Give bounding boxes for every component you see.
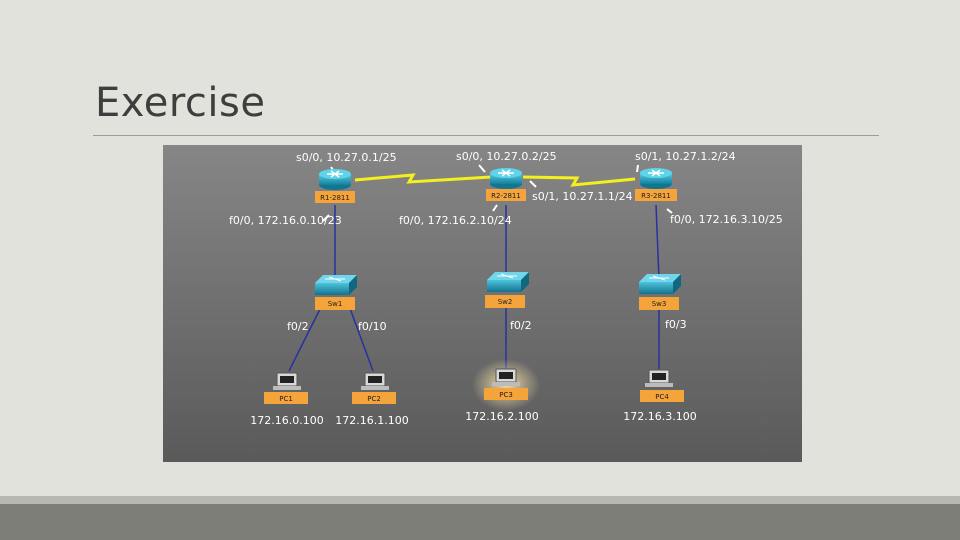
pc-pc4-label-bg [640,390,684,402]
pc-pc2-label-bg [352,392,396,404]
sw1-f02-label: f0/2 [287,320,309,333]
router-r2-label: R2-2811 [491,192,521,200]
r2-f00-label: f0/0, 172.16.2.10/24 [399,214,512,227]
topology-canvas: R1-2811 R2-2811 R3-2811 Sw1 Sw2 [229,150,783,427]
pc-pc3[interactable]: PC3 [472,359,540,411]
router-r1[interactable]: R1-2811 [315,169,355,203]
r3-s01-label: s0/1, 10.27.1.2/24 [635,150,736,163]
sw2-f02-label: f0/2 [510,319,532,332]
router-r3[interactable]: R3-2811 [635,168,677,201]
r3-f00-label: f0/0, 172.16.3.10/25 [670,213,783,226]
switch-sw2-label: Sw2 [498,298,513,306]
switch-arrows-icon [325,276,345,282]
link-sw1-pc2 [347,302,374,372]
switch-sw1-label-bg [315,297,355,310]
switch-sw3-label: Sw3 [652,300,667,308]
switch-arrows-icon [497,273,517,279]
slide-title: Exercise [95,80,266,126]
network-topology-diagram: R1-2811 R2-2811 R3-2811 Sw1 Sw2 [163,145,802,462]
pc-pc1-label: PC1 [279,395,293,403]
router-arrows-icon [327,170,343,178]
router-r2-label-bg [486,189,526,201]
pc-pc4-label: PC4 [655,393,669,401]
router-arrows-icon [498,169,514,177]
sw3-f03-label: f0/3 [665,318,687,331]
r2-s00-label: s0/0, 10.27.0.2/25 [456,150,557,163]
pc1-ip-label: 172.16.0.100 [250,414,323,427]
link-r3-sw3 [655,204,660,280]
router-r1-label-bg [315,191,355,203]
serial-link-r2-r3 [522,175,636,187]
router-r2[interactable]: R2-2811 [486,168,526,201]
pc-pc1[interactable]: PC1 [264,372,308,404]
footer-accent-strip [0,496,960,504]
switch-arrows-icon [649,275,669,281]
serial-link-r1-r2 [354,173,492,184]
router-r3-label: R3-2811 [641,192,671,200]
pc-pc2[interactable]: PC2 [352,372,396,404]
router-r1-label: R1-2811 [320,194,350,202]
pc4-ip-label: 172.16.3.100 [623,410,696,423]
footer-bar [0,504,960,540]
switch-sw1-label: Sw1 [328,300,343,308]
switch-sw1[interactable]: Sw1 [315,275,357,310]
link-sw1-pc1 [288,302,324,372]
pc-pc4[interactable]: PC4 [640,369,684,402]
sw1-f010-label: f0/10 [358,320,387,333]
router-r3-label-bg [635,189,677,201]
switch-sw3-label-bg [639,297,679,310]
pc3-ip-label: 172.16.2.100 [465,410,538,423]
switch-sw2[interactable]: Sw2 [485,272,529,308]
r1-s00-label: s0/0, 10.27.0.1/25 [296,151,397,164]
router-arrows-icon [648,169,664,177]
title-divider [93,135,879,136]
pc-pc3-label-bg [484,388,528,400]
pc2-ip-label: 172.16.1.100 [335,414,408,427]
r1-f00-label: f0/0, 172.16.0.10/23 [229,214,342,227]
switch-sw2-label-bg [485,295,525,308]
pc-pc2-label: PC2 [367,395,381,403]
pc-pc3-label: PC3 [499,391,513,399]
pc-pc1-label-bg [264,392,308,404]
r2-s01-label: s0/1, 10.27.1.1/24 [532,190,633,203]
switch-sw3[interactable]: Sw3 [639,274,681,310]
